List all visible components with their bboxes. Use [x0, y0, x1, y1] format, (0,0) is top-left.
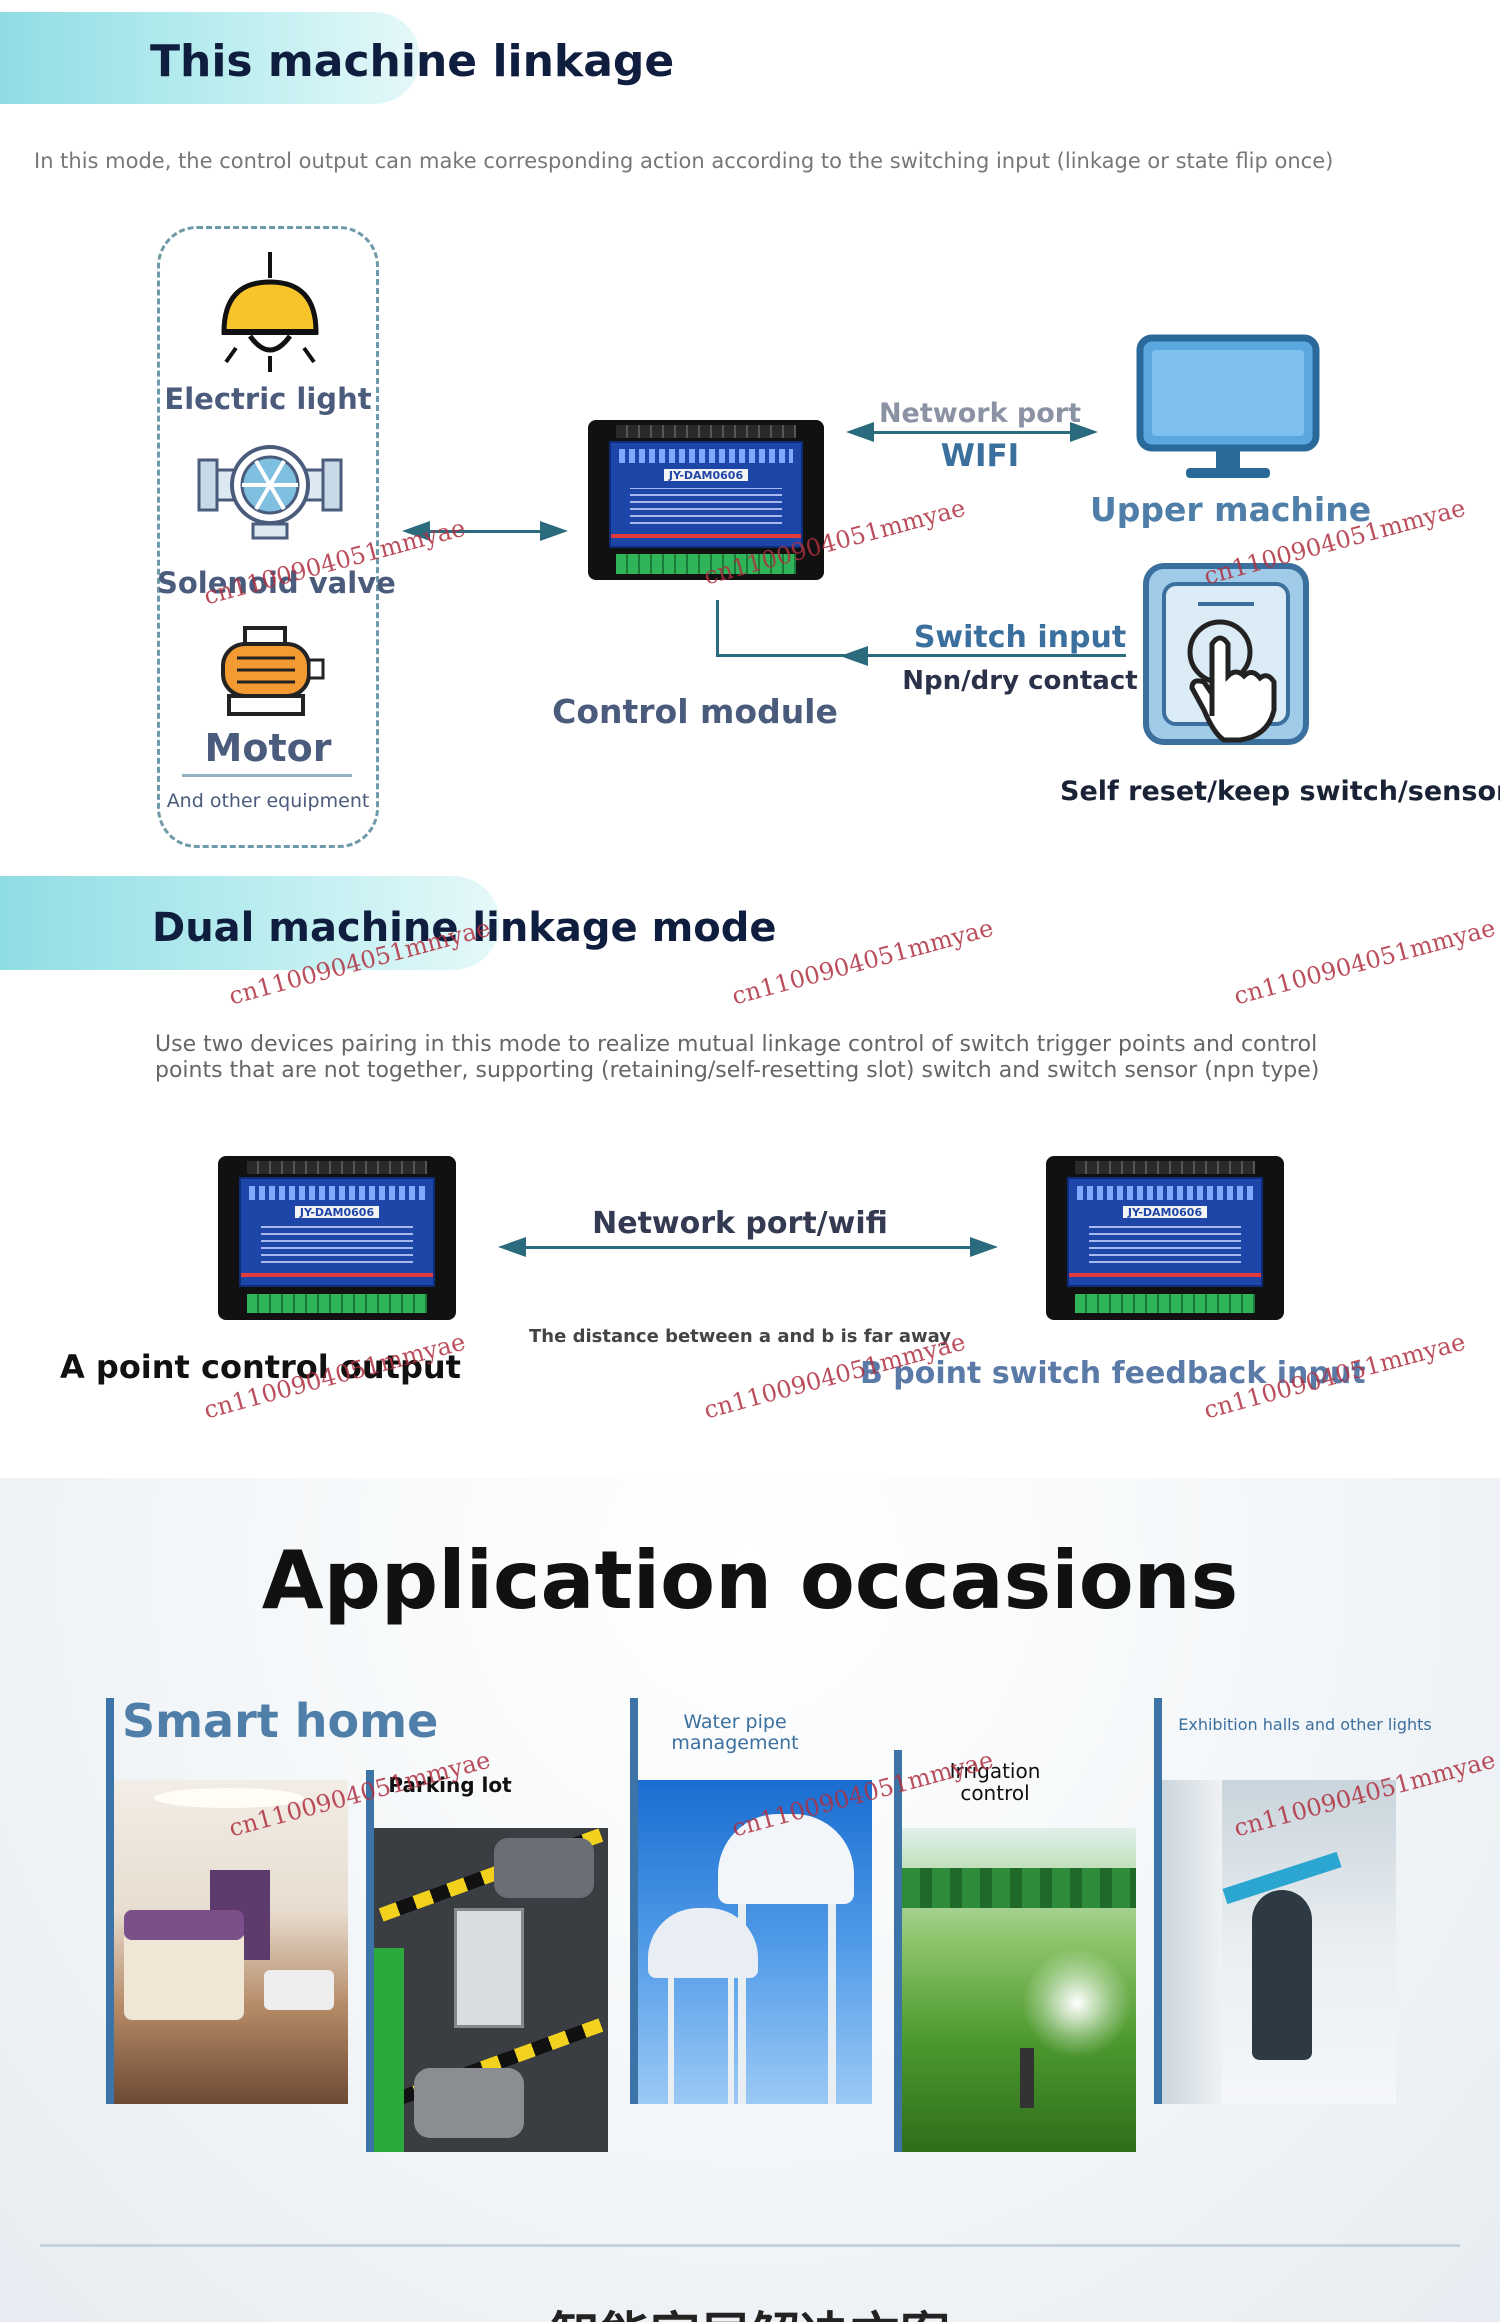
section2-description-line1: Use two devices pairing in this mode to … [155, 1032, 1318, 1057]
link-arrow [524, 1246, 970, 1249]
switch-input-connector-horizontal [716, 654, 1126, 657]
link-label: Network port/wifi [592, 1206, 888, 1241]
arrowhead-right [1070, 422, 1098, 442]
arrowhead-left [402, 521, 430, 541]
section2-description-line2: points that are not together, supporting… [155, 1058, 1320, 1083]
exhibition-hall-photo [1162, 1780, 1396, 2104]
wifi-label: WIFI [940, 438, 1020, 474]
network-arrow [870, 431, 1070, 434]
applications-title: Application occasions [261, 1534, 1239, 1627]
app-item-bar [106, 1698, 114, 2104]
switch-input-label: Switch input [913, 620, 1127, 655]
app-item-bar [366, 1770, 374, 2152]
arrowhead-right [970, 1237, 998, 1257]
watermark: cn1100904051mmyae [1230, 913, 1499, 1011]
footer-divider [40, 2244, 1460, 2247]
upper-machine-label: Upper machine [1090, 490, 1372, 529]
parking-lot-photo [374, 1828, 608, 2152]
arrowhead-right [540, 521, 568, 541]
control-module-label: Control module [552, 692, 838, 731]
motor-icon [221, 626, 325, 716]
exhibition-label: Exhibition halls and other lights [1178, 1715, 1432, 1734]
module-b-image: JY-DAM0606 [1046, 1156, 1284, 1320]
switch-input-connector-vertical [716, 600, 719, 656]
irrigation-label: Irrigation control [949, 1759, 1041, 1805]
parking-lot-label: Parking lot [388, 1773, 512, 1797]
section1-description: In this mode, the control output can mak… [34, 149, 1334, 173]
water-tower-photo [638, 1780, 872, 2104]
section2-title: Dual machine linkage mode [152, 905, 777, 951]
devices-group [157, 226, 379, 848]
footer-heading: 智能家居解决方案 [0, 2296, 1500, 2322]
module-model-tag: JY-DAM0606 [664, 468, 748, 482]
b-point-label: B point switch feedback input [860, 1356, 1366, 1391]
motor-underline [182, 774, 352, 777]
devices-to-module-arrow [420, 530, 540, 533]
touch-switch-icon [1143, 563, 1309, 745]
section1-title: This machine linkage [150, 36, 675, 87]
other-equipment-label: And other equipment [166, 790, 370, 812]
arrowhead-left [846, 422, 874, 442]
solenoid-valve-label: Solenoid valve [157, 566, 396, 600]
solenoid-valve-icon [197, 445, 343, 540]
module-a-image: JY-DAM0606 [218, 1156, 456, 1320]
network-port-label: Network port [878, 398, 1082, 429]
smart-home-label: Smart home [122, 1694, 439, 1748]
module-model-tag: JY-DAM0606 [1122, 1205, 1208, 1219]
section1-header-band [0, 12, 420, 104]
smart-home-photo [114, 1780, 348, 2104]
switch-sensor-label: Self reset/keep switch/sensor [1060, 776, 1500, 807]
water-pipe-label: Water pipe management [671, 1711, 799, 1754]
app-item-bar [630, 1698, 638, 2104]
lamp-icon [221, 252, 319, 372]
motor-label: Motor [204, 726, 332, 770]
module-model-tag: JY-DAM0606 [294, 1205, 380, 1219]
app-item-bar [894, 1750, 902, 2152]
app-item-bar [1154, 1698, 1162, 2104]
section2-header-band [0, 876, 500, 970]
electric-light-label: Electric light [164, 382, 372, 416]
control-module-image: JY-DAM0606 [588, 420, 824, 580]
a-point-label: A point control output [60, 1348, 461, 1386]
irrigation-photo [902, 1828, 1136, 2152]
switch-input-sub-label: Npn/dry contact [902, 666, 1138, 696]
monitor-icon [1136, 334, 1320, 478]
arrowhead-left [498, 1237, 526, 1257]
distance-note: The distance between a and b is far away [529, 1326, 951, 1347]
arrowhead-left [840, 646, 868, 666]
